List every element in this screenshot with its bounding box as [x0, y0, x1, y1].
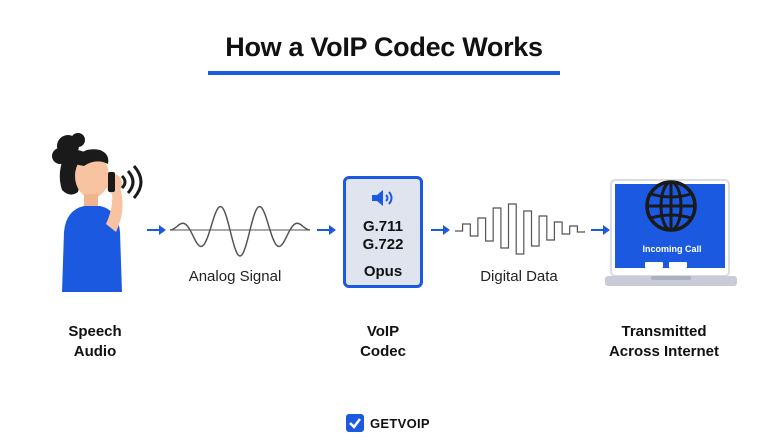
incoming-call-text: Incoming Call [642, 244, 702, 254]
getvoip-logo: GETVOIP [346, 414, 430, 432]
transmitted-label-line1: Transmitted [621, 323, 707, 340]
transmitted-label-line2: Across Internet [608, 343, 720, 360]
speech-label-line1: Speech [68, 323, 122, 340]
digital-wave [455, 203, 585, 255]
codec-g711: G.711 [362, 218, 404, 235]
arrow-4 [591, 225, 610, 235]
codec-label-line2: Codec [360, 343, 406, 360]
codec-g722: G.722 [362, 236, 404, 253]
speaker-icon [372, 190, 393, 206]
arrow-3 [431, 225, 450, 235]
codec-label-line1: VoIP [366, 323, 400, 340]
check-icon [346, 414, 364, 432]
speech-audio-label: Speech Audio [10, 322, 180, 362]
globe-icon [645, 180, 697, 232]
speech-label-line2: Audio [73, 343, 117, 360]
digital-data-label: Digital Data [480, 268, 558, 285]
page-title: How a VoIP Codec Works [225, 32, 543, 62]
sound-waves-icon [120, 165, 143, 199]
person-on-phone-illustration [52, 133, 123, 292]
codec-box: G.711 G.722 Opus [343, 176, 423, 288]
title-underline [208, 71, 560, 75]
brand-name: GETVOIP [370, 415, 430, 431]
analog-wave [170, 205, 310, 257]
codec-opus: Opus [363, 263, 403, 280]
analog-signal-label: Analog Signal [188, 268, 282, 285]
voip-codec-label: VoIP Codec [298, 322, 468, 362]
transmitted-label: Transmitted Across Internet [579, 322, 749, 362]
arrow-1 [147, 225, 166, 235]
arrow-2 [317, 225, 336, 235]
